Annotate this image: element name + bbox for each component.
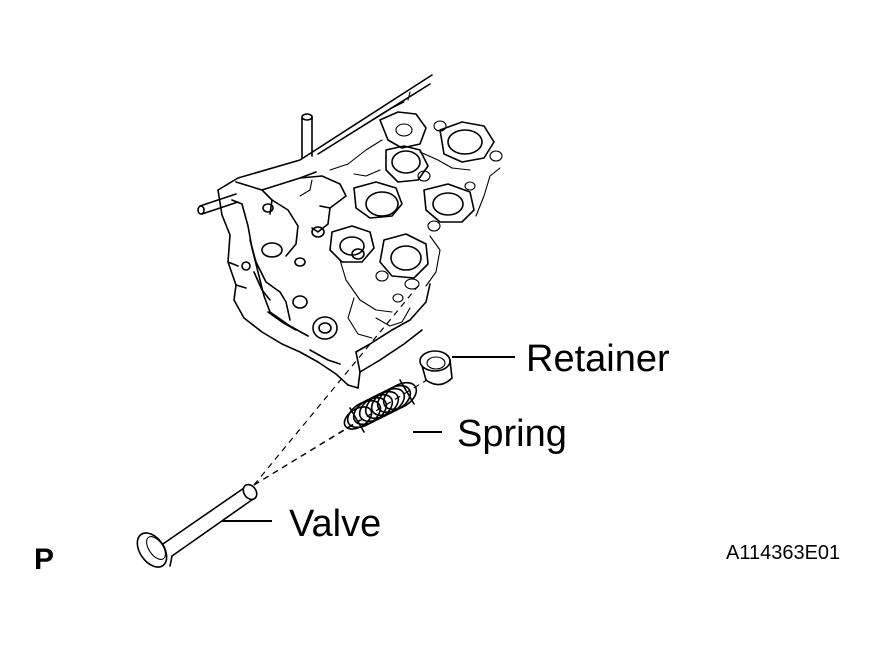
retainer-part <box>419 350 453 386</box>
leader-lines <box>222 356 515 522</box>
spring-label: Spring <box>457 413 567 455</box>
retainer-label: Retainer <box>526 338 670 380</box>
valve-label: Valve <box>289 503 382 545</box>
valve-part <box>136 483 258 568</box>
corner-mark: P <box>34 543 55 576</box>
figure-id: A114363E01 <box>726 542 841 564</box>
spring-part <box>343 379 418 433</box>
cylinder-head-drawing <box>197 74 503 389</box>
assembly-guide-lines <box>253 285 441 486</box>
